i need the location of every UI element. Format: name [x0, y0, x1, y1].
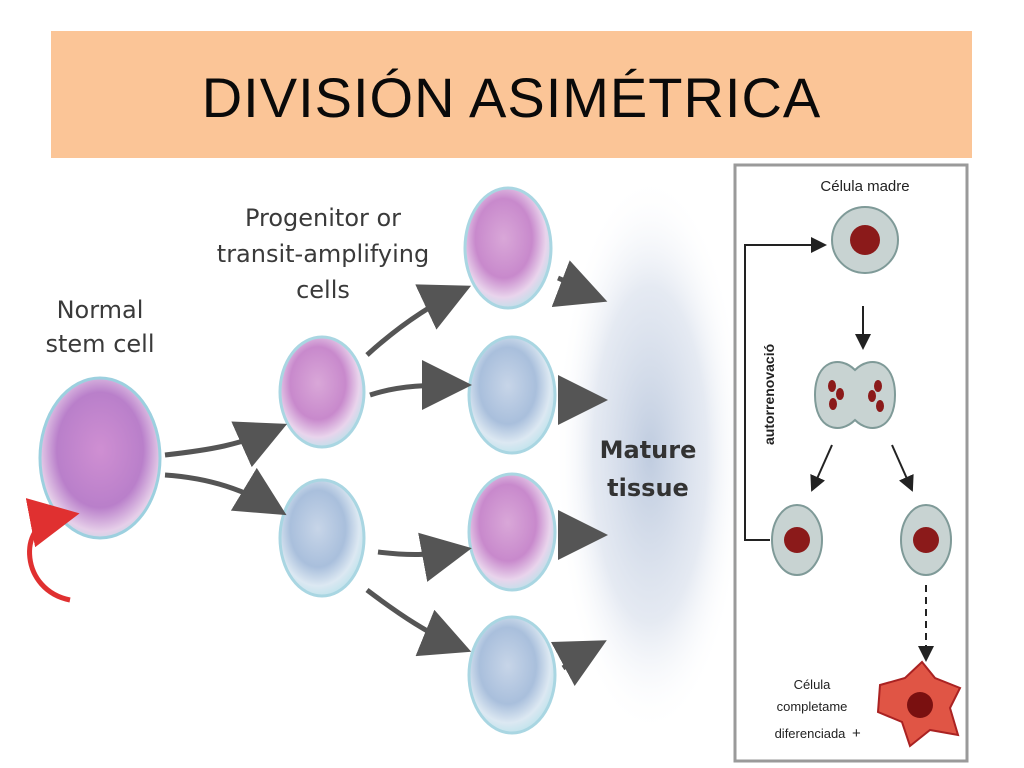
mature-tissue-label-line1: Mature: [600, 436, 697, 464]
mature-cell-2: [467, 335, 557, 455]
differentiated-label-line2: completame: [777, 699, 848, 714]
stem-label-line1: Normal: [57, 296, 144, 324]
mature-tissue-label-line2: tissue: [607, 474, 689, 502]
differentiated-label-line3: diferenciada: [775, 726, 847, 741]
arrow-prog-to-mature-3: [377, 532, 472, 582]
chromosomes-left: [828, 380, 844, 410]
arrow-prog-to-mature-1: [365, 284, 472, 357]
differentiated-cell-nucleus: [907, 692, 933, 718]
slide-title: DIVISIÓN ASIMÉTRICA: [201, 66, 822, 129]
arrow-to-tissue-4: [550, 640, 607, 686]
mature-cell-3: [467, 472, 557, 592]
arrow-dividing-to-right: [891, 444, 914, 492]
progenitor-cell-blue: [278, 478, 366, 598]
arrow-dividing-to-left: [810, 444, 833, 492]
progenitor-label-line1: Progenitor or: [245, 204, 401, 232]
plus-sign: +: [852, 725, 861, 742]
stem-cell: [38, 376, 162, 540]
arrow-stem-to-progenitor-top: [164, 421, 288, 468]
mother-cell-label: Célula madre: [820, 178, 909, 195]
mature-cell-4: [467, 615, 557, 735]
arrow-prog-to-mature-2: [369, 360, 472, 411]
arrow-stem-to-progenitor-bottom: [164, 467, 287, 516]
autorenewal-loop-arrow: [744, 237, 827, 541]
mother-cell-nucleus: [850, 225, 880, 255]
differentiated-label-line1: Célula: [794, 677, 832, 692]
autorenewal-label: autorrenovació: [761, 344, 777, 445]
dividing-cell: [813, 361, 897, 429]
progenitor-label-line2: transit-amplifying: [217, 240, 429, 268]
mature-cell-1: [463, 186, 553, 310]
mature-tissue-halo: [555, 175, 745, 735]
stem-label-line2: stem cell: [46, 330, 155, 358]
arrow-prog-to-mature-4: [365, 588, 472, 657]
progenitor-label-line3: cells: [296, 276, 350, 304]
chromosomes-right: [868, 380, 884, 412]
daughter-cell-left-nucleus: [784, 527, 810, 553]
title-bar: DIVISIÓN ASIMÉTRICA: [51, 31, 972, 158]
self-renewal-arrow: [25, 498, 80, 603]
arrow-to-tissue-1: [551, 260, 608, 307]
progenitor-cell-pink: [278, 335, 366, 449]
daughter-cell-right-nucleus: [913, 527, 939, 553]
